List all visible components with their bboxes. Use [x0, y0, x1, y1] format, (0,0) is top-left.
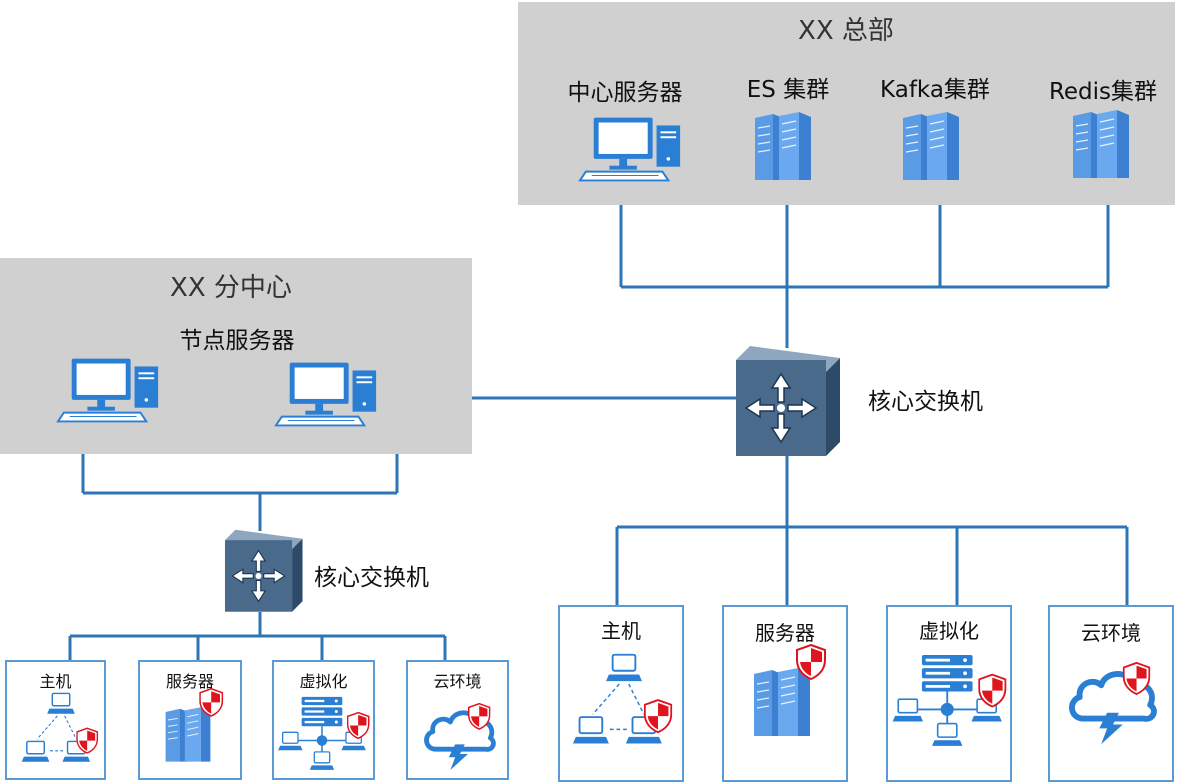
- endpoint-label: 主机: [39, 672, 72, 691]
- server-shield-icon: [156, 686, 228, 770]
- endpoint-label: 服务器: [165, 672, 214, 691]
- server-cluster-icon: [896, 110, 968, 182]
- endpoint-label: 虚拟化: [919, 619, 979, 643]
- branch-endpoint-server: 服务器: [138, 660, 242, 780]
- hq-endpoint-host: 主机: [558, 605, 684, 782]
- hq-endpoint-virtualization: 虚拟化: [886, 605, 1012, 782]
- hq-item-label-es-cluster: ES 集群: [746, 77, 830, 103]
- desktop-computer-icon: [56, 356, 164, 426]
- hq-item-label-central-server: 中心服务器: [567, 80, 683, 106]
- branch-endpoint-host: 主机: [5, 660, 106, 780]
- cloud-icon: [420, 698, 500, 770]
- server-shield-icon: [742, 641, 832, 747]
- endpoint-label: 云环境: [1081, 621, 1141, 645]
- branch-title: XX 分中心: [170, 273, 292, 303]
- endpoint-label: 虚拟化: [299, 672, 348, 691]
- branch-core-switch-label: 核心交换机: [314, 565, 429, 591]
- virtualization-icon: [276, 694, 374, 772]
- virtualization-icon: [890, 651, 1012, 749]
- endpoint-label: 云环境: [433, 672, 482, 691]
- hq-endpoint-server: 服务器: [722, 605, 848, 782]
- hq-item-label-redis-cluster: Redis集群: [1048, 79, 1158, 105]
- desktop-computer-icon: [578, 115, 686, 185]
- branch-core-switch-icon: [222, 528, 304, 612]
- host-network-icon: [572, 651, 676, 751]
- branch-subtitle: 节点服务器: [179, 328, 295, 354]
- hq-endpoint-cloud: 云环境: [1048, 605, 1174, 782]
- desktop-computer-icon: [274, 360, 382, 430]
- branch-endpoint-cloud: 云环境: [406, 660, 509, 780]
- hq-title: XX 总部: [798, 16, 894, 46]
- server-cluster-icon: [1066, 108, 1138, 180]
- cloud-icon: [1064, 655, 1162, 745]
- branch-endpoint-virtualization: 虚拟化: [272, 660, 375, 780]
- endpoint-label: 服务器: [755, 621, 815, 645]
- hq-item-label-kafka-cluster: Kafka集群: [880, 77, 990, 103]
- server-cluster-icon: [748, 110, 820, 182]
- host-network-icon: [21, 692, 101, 766]
- endpoint-label: 主机: [601, 619, 641, 643]
- hq-core-switch-label: 核心交换机: [868, 389, 983, 415]
- hq-core-switch-icon: [732, 344, 842, 456]
